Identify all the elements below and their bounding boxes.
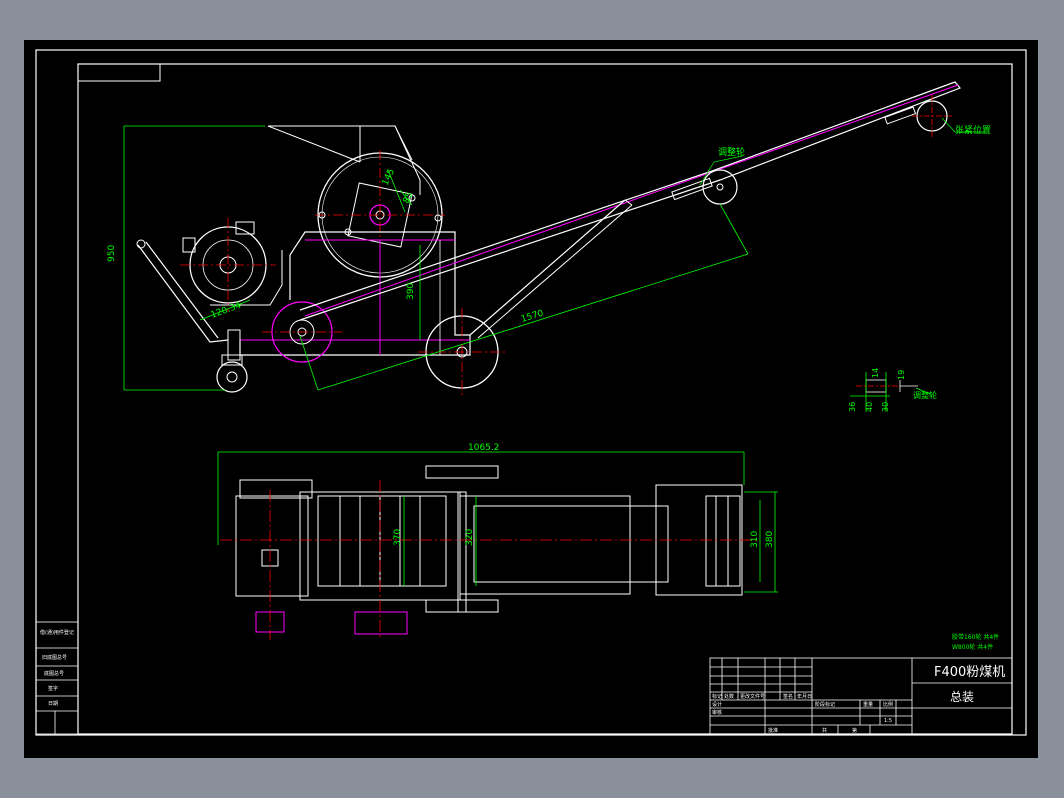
top-code-box xyxy=(77,63,161,82)
dim-380: 380 xyxy=(765,531,775,548)
dim-1065: 1065.2 xyxy=(468,443,500,453)
svg-text:处数: 处数 xyxy=(724,693,734,700)
svg-text:更改文件号: 更改文件号 xyxy=(740,693,765,700)
svg-text:旧底图总号: 旧底图总号 xyxy=(42,654,67,661)
drawing-subtitle: 总装 xyxy=(950,690,974,704)
dim-950: 950 xyxy=(107,245,117,262)
svg-text:借(通)用件登记: 借(通)用件登记 xyxy=(40,629,74,636)
dim-310: 310 xyxy=(750,531,760,548)
svg-text:阶段标记: 阶段标记 xyxy=(815,701,835,708)
side-table-labels: 借(通)用件登记 旧底图总号 底图总号 签字 日期 xyxy=(40,629,74,707)
top-dimensions xyxy=(217,451,778,593)
dim-145: 145 xyxy=(381,167,397,187)
drawing-title: F400粉煤机 xyxy=(934,665,1005,680)
tension-label-1: 调整轮 xyxy=(718,146,745,158)
inner-frame xyxy=(77,63,1013,735)
main-frame xyxy=(239,231,471,356)
side-dimensions xyxy=(123,125,749,391)
svg-text:底图总号: 底图总号 xyxy=(44,670,64,677)
title-block-small-labels: 标记 处数 更改文件号 签名 年月日 设计 阶段标记 重量 比例 审核 批准 共… xyxy=(712,693,893,734)
svg-text:36: 36 xyxy=(848,402,857,412)
svg-text:19: 19 xyxy=(897,370,906,380)
dim-390: 390 xyxy=(406,283,416,300)
note-line-2: W800轮 共4件 xyxy=(952,643,993,651)
note-line-1: 胶带160轮 共4件 xyxy=(952,633,999,641)
svg-text:共: 共 xyxy=(822,727,827,734)
svg-text:批准: 批准 xyxy=(768,727,778,734)
dim-85: 85 xyxy=(402,191,416,206)
svg-text:1:5: 1:5 xyxy=(884,718,892,724)
title-block xyxy=(709,657,1013,735)
dim-320: 320 xyxy=(465,529,475,546)
svg-text:40: 40 xyxy=(865,402,874,412)
svg-text:年月日: 年月日 xyxy=(797,693,812,700)
detail-label: 调整轮 xyxy=(913,390,937,400)
svg-text:第: 第 xyxy=(852,727,857,734)
caster-wheel xyxy=(216,361,248,393)
drawing-canvas: 950 1570 390 120.34 145 85 调整轮 张紧位置 14 3… xyxy=(35,49,1027,736)
detail-view xyxy=(850,372,931,412)
svg-text:签字: 签字 xyxy=(48,685,58,692)
svg-text:标记: 标记 xyxy=(712,693,722,700)
side-table xyxy=(35,621,79,735)
leaders xyxy=(699,117,985,186)
cad-viewport[interactable]: 950 1570 390 120.34 145 85 调整轮 张紧位置 14 3… xyxy=(24,40,1038,758)
svg-text:审核: 审核 xyxy=(712,709,722,716)
top-dimension-labels: 1065.2 370 320 310 380 xyxy=(393,443,775,548)
detail-labels: 14 36 40 30 19 调整轮 xyxy=(848,368,937,412)
svg-text:比例: 比例 xyxy=(883,701,893,708)
side-view xyxy=(136,81,961,396)
top-view xyxy=(220,465,760,640)
svg-text:设计: 设计 xyxy=(712,701,722,708)
svg-text:30: 30 xyxy=(881,402,890,412)
svg-text:日期: 日期 xyxy=(48,701,58,707)
tension-label-2: 张紧位置 xyxy=(955,124,991,136)
svg-text:14: 14 xyxy=(871,368,880,378)
outer-frame xyxy=(35,49,1027,736)
svg-text:重量: 重量 xyxy=(863,701,873,708)
dim-370: 370 xyxy=(393,529,403,546)
svg-text:签名: 签名 xyxy=(783,693,793,700)
